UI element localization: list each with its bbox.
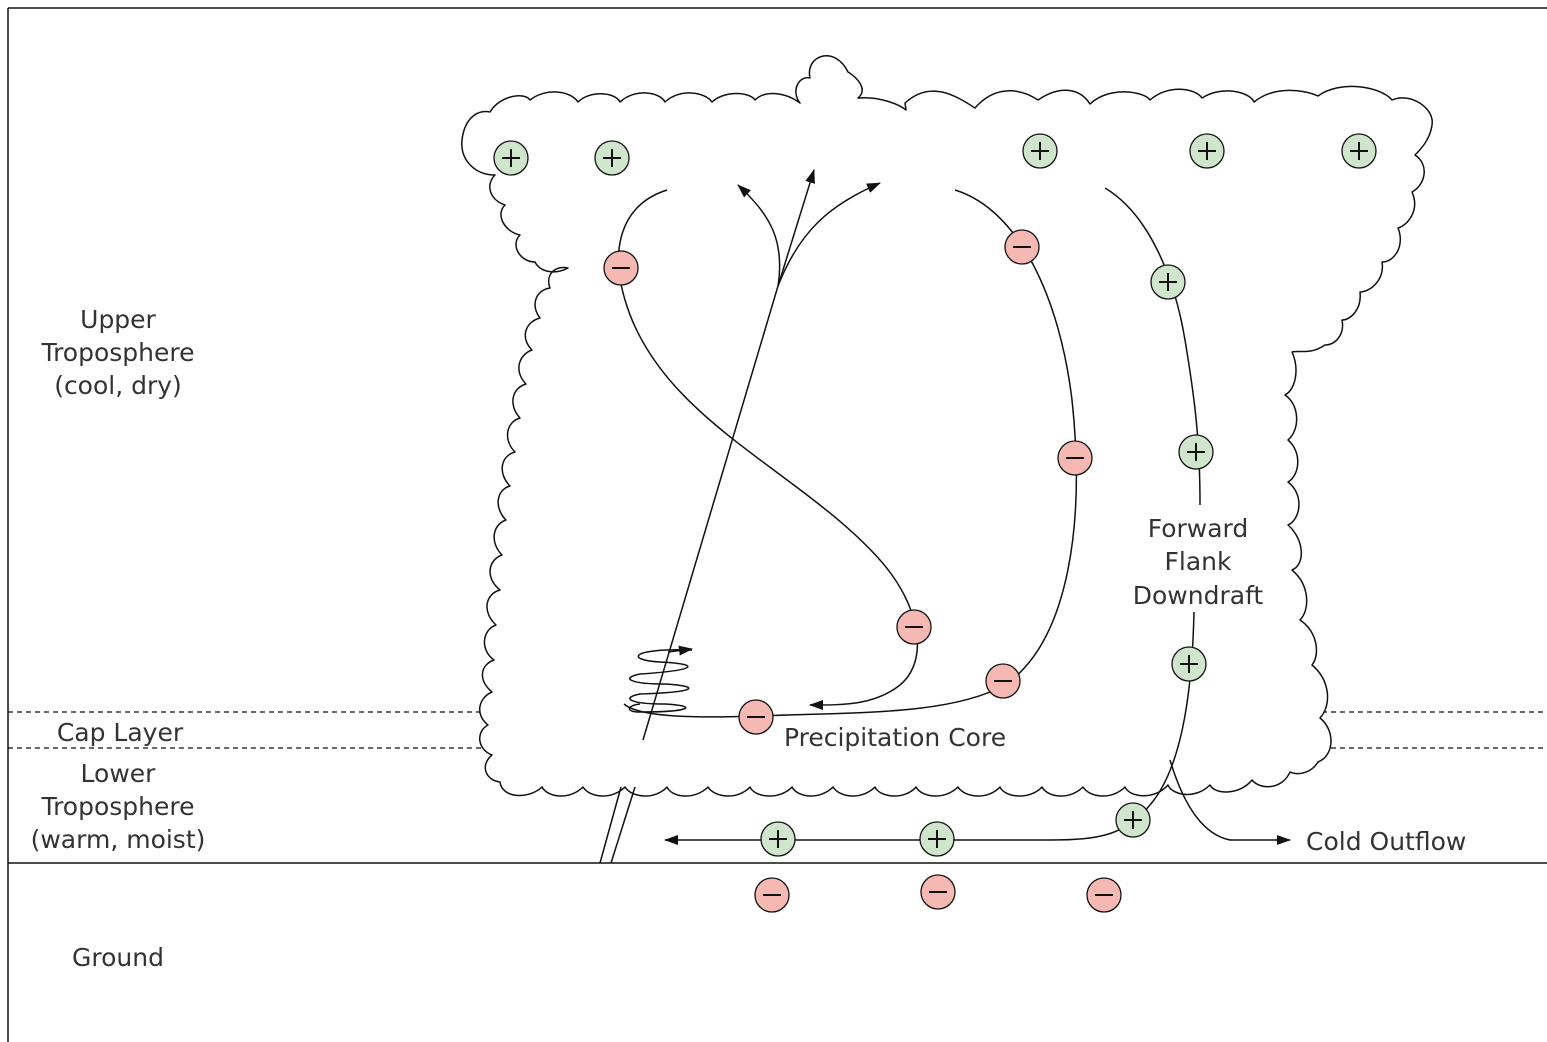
negative-charge-1 [603, 250, 639, 286]
storm-cloud [461, 55, 1433, 797]
cap-layer-label: Cap Layer [57, 718, 184, 747]
cold-outflow-label: Cold Outflow [1306, 827, 1466, 856]
lower-troposphere-label: Lower Troposphere (warm, moist) [31, 759, 206, 854]
lower-label-line-2: Troposphere [40, 792, 194, 821]
negative-charge-6 [738, 699, 774, 735]
positive-charge-9 [1115, 802, 1151, 838]
forward-flank-label: Forward Flank Downdraft [1133, 514, 1264, 610]
positive-charge-7 [1178, 434, 1214, 470]
updraft-rotation-arrow [667, 645, 693, 656]
cold-outflow-curve [1169, 759, 1291, 845]
main-updraft-line [642, 285, 779, 741]
updraft-arrow-left [737, 184, 781, 287]
upper-troposphere-label: Upper Troposphere (cool, dry) [40, 305, 194, 400]
updraft-arrow-center [777, 169, 815, 287]
updraft-rotation-spiral [628, 649, 693, 713]
lower-label-line-3: (warm, moist) [31, 825, 206, 854]
lower-label-line-1: Lower [81, 759, 157, 788]
upper-label-line-1: Upper [80, 305, 156, 334]
negative-charge-9 [1086, 877, 1122, 913]
charge-symbols [493, 133, 1377, 913]
upper-label-line-3: (cool, dry) [54, 371, 182, 400]
negative-charge-8 [920, 874, 956, 910]
forward-label-line-1: Forward [1148, 514, 1249, 543]
inflow-line-1 [599, 786, 622, 864]
positive-charge-2 [594, 140, 630, 176]
negative-charge-2 [1004, 229, 1040, 265]
positive-charge-11 [919, 821, 955, 857]
negative-charge-3 [1057, 440, 1093, 476]
forward-label-line-2: Flank [1165, 547, 1232, 576]
upper-label-line-2: Troposphere [40, 338, 194, 367]
positive-charge-4 [1189, 133, 1225, 169]
forward-label-line-3: Downdraft [1133, 581, 1264, 610]
positive-charge-1 [493, 140, 529, 176]
ground-label: Ground [72, 943, 164, 972]
positive-charge-10 [760, 821, 796, 857]
negative-charge-7 [754, 877, 790, 913]
negative-charge-5 [985, 663, 1021, 699]
updraft-arrow-right [777, 182, 881, 287]
inflow-line-2 [610, 786, 636, 864]
positive-charge-8 [1171, 646, 1207, 682]
positive-charge-6 [1150, 264, 1186, 300]
precipitation-core-label: Precipitation Core [784, 723, 1006, 752]
negative-charge-4 [896, 609, 932, 645]
positive-charge-3 [1022, 133, 1058, 169]
positive-charge-5 [1341, 133, 1377, 169]
